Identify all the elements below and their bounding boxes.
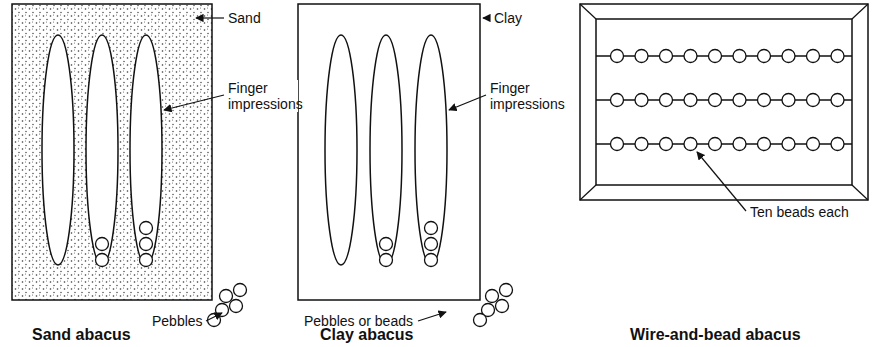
part-label: Finger impressions	[488, 80, 560, 112]
clay-abacus	[298, 4, 513, 327]
part-label: Sand	[226, 10, 263, 26]
part-label: Ten beads each	[748, 204, 851, 220]
wire-bead-abacus	[580, 4, 868, 211]
part-label: Finger impressions	[226, 80, 298, 112]
part-label: Clay	[492, 10, 524, 26]
caption: Clay abacus	[318, 326, 415, 344]
part-label: Pebbles	[150, 313, 205, 329]
sand-abacus	[12, 4, 247, 327]
caption: Wire-and-bead abacus	[628, 326, 803, 344]
caption: Sand abacus	[30, 326, 133, 344]
